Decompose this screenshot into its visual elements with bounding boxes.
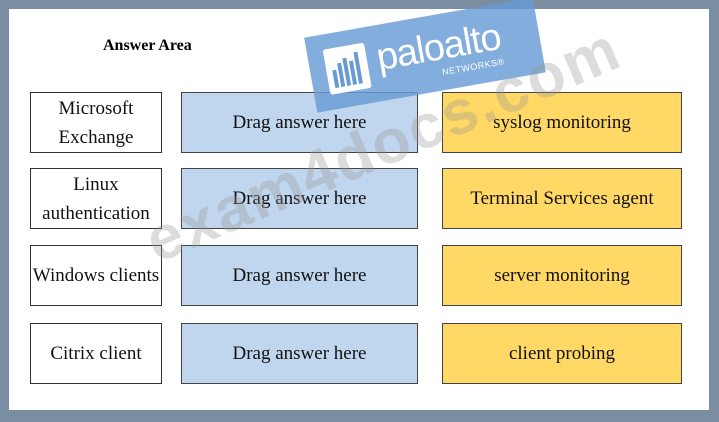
item-label-microsoft-exchange: Microsoft Exchange bbox=[30, 92, 162, 153]
drop-target-1[interactable]: Drag answer here bbox=[181, 92, 418, 153]
drop-target-3[interactable]: Drag answer here bbox=[181, 245, 418, 306]
drop-target-2[interactable]: Drag answer here bbox=[181, 168, 418, 229]
drop-target-4[interactable]: Drag answer here bbox=[181, 323, 418, 384]
answer-option-terminal-services-agent[interactable]: Terminal Services agent bbox=[442, 168, 682, 229]
item-label-linux-authentication: Linux authentication bbox=[30, 168, 162, 229]
answer-option-server-monitoring[interactable]: server monitoring bbox=[442, 245, 682, 306]
answer-option-syslog-monitoring[interactable]: syslog monitoring bbox=[442, 92, 682, 153]
answer-area-panel: Answer Area Microsoft Exchange Drag answ… bbox=[9, 0, 709, 410]
item-label-windows-clients: Windows clients bbox=[30, 245, 162, 306]
paloalto-logo: paloalto NETWORKS® bbox=[304, 0, 546, 113]
paloalto-mark-icon bbox=[323, 42, 372, 95]
item-label-citrix-client: Citrix client bbox=[30, 323, 162, 384]
answer-option-client-probing[interactable]: client probing bbox=[442, 323, 682, 384]
answer-area-title: Answer Area bbox=[103, 37, 192, 54]
